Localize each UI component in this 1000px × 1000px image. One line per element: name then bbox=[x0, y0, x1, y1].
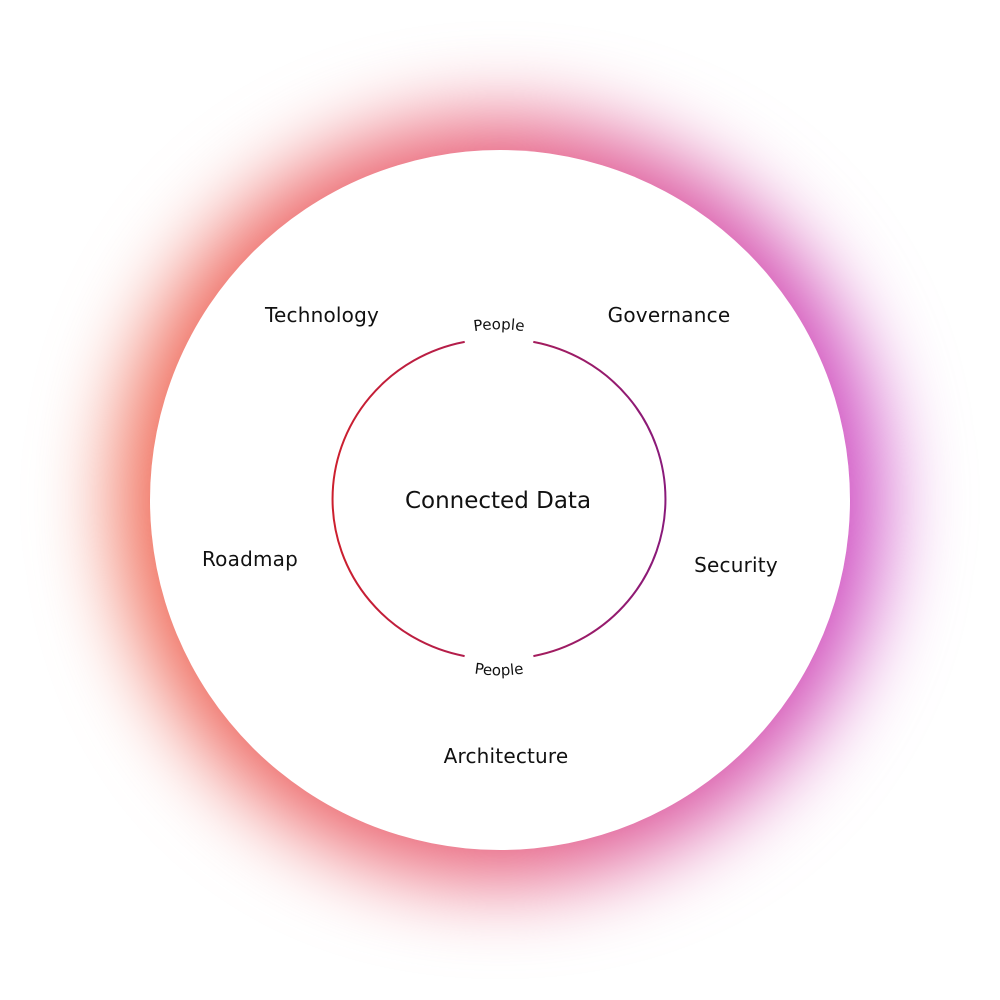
ring-label-bottom: People bbox=[474, 660, 525, 680]
pillar-roadmap: Roadmap bbox=[201, 547, 299, 571]
ring-label-bottom-text: People bbox=[474, 660, 525, 680]
pillar-technology: Technology bbox=[264, 303, 380, 327]
pillar-architecture: Architecture bbox=[443, 744, 569, 768]
center-label: Connected Data bbox=[404, 488, 592, 514]
ring-arc-left bbox=[331, 340, 465, 658]
outer-white-disc bbox=[150, 150, 850, 850]
ring-label-top-text: People bbox=[472, 315, 525, 335]
ring-arc-right bbox=[533, 340, 667, 658]
ring-label-top: People bbox=[472, 315, 525, 335]
pillar-security: Security bbox=[694, 553, 778, 577]
pillar-governance: Governance bbox=[607, 303, 731, 327]
